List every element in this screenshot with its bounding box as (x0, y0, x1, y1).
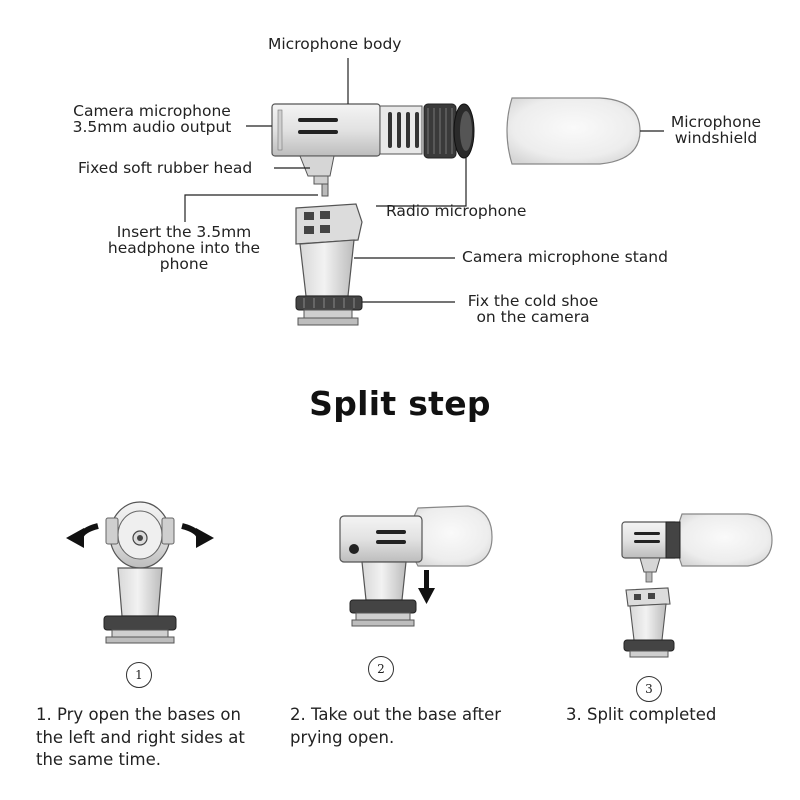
label-insert-headphone: Insert the 3.5mm headphone into the phon… (107, 223, 261, 273)
step-3-text: 3. Split completed (566, 705, 717, 724)
leader-lines (184, 58, 664, 303)
step-2-art (339, 505, 493, 627)
step-1-number: 1 (126, 662, 152, 688)
step-1-text: 1. Pry open the bases on the left and ri… (36, 705, 245, 769)
label-microphone-windshield: Microphone windshield (670, 113, 762, 147)
step-3-art (621, 513, 773, 658)
section-title: Split step (309, 384, 491, 423)
microphone-body-art (271, 103, 475, 159)
windshield-art (506, 97, 641, 165)
down-arrow-icon (418, 570, 435, 604)
step-1-art (66, 501, 214, 644)
label-fixed-soft-rubber-head: Fixed soft rubber head (78, 159, 253, 177)
label-microphone-body: Microphone body (268, 35, 402, 53)
label-radio-microphone: Radio microphone (386, 202, 527, 220)
label-camera-microphone-output: Camera microphone 3.5mm audio output (72, 102, 232, 136)
step-3-number: 3 (636, 676, 662, 702)
microphone-stand-art (295, 203, 363, 326)
label-fix-cold-shoe: Fix the cold shoe on the camera (467, 292, 599, 326)
step-2-number: 2 (368, 656, 394, 682)
step-2-text: 2. Take out the base after prying open. (290, 705, 502, 747)
label-camera-microphone-stand: Camera microphone stand (462, 248, 668, 266)
rubber-head-art (299, 155, 335, 197)
